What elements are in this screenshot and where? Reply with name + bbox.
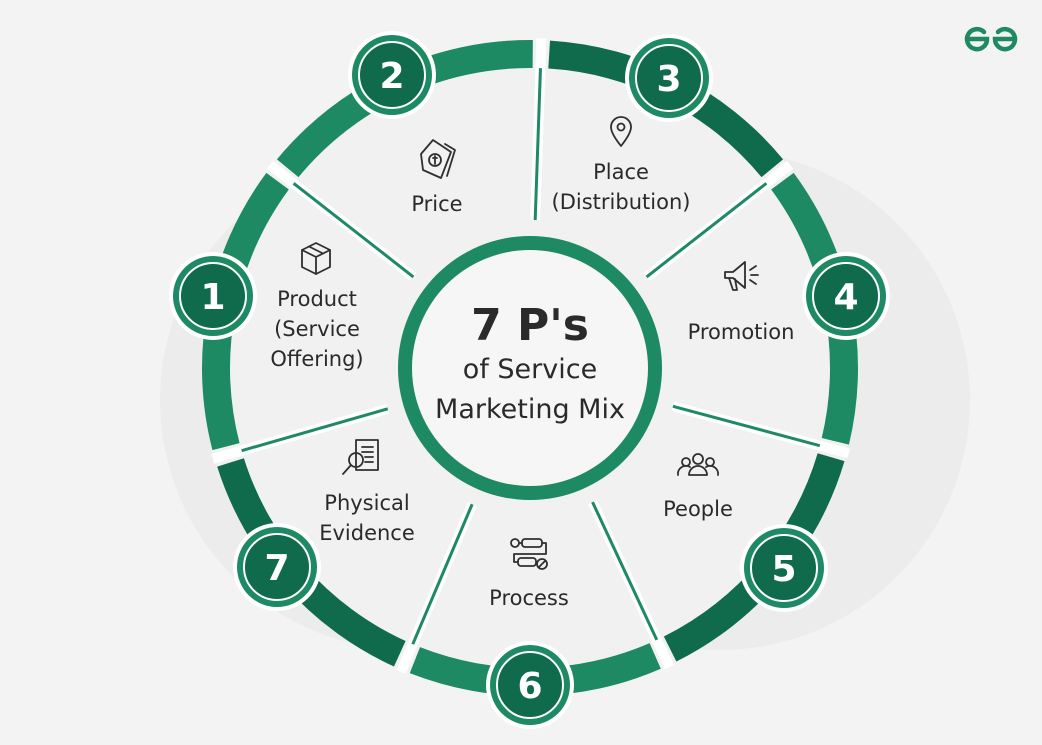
- badge-inner: [358, 41, 426, 109]
- segment-3-label: Place (Distribution): [552, 160, 691, 214]
- ring-band-arc: [771, 172, 858, 445]
- badge-inner: [179, 262, 247, 330]
- segment-7-label-line-1: Physical: [324, 491, 409, 515]
- badge-number: 4: [833, 277, 858, 318]
- number-badge-6: 6: [486, 641, 574, 729]
- number-badge-5: 5: [740, 524, 828, 612]
- segment-separator-line: [411, 503, 474, 645]
- badge-inner: [750, 534, 818, 602]
- ring-band-arc: [663, 453, 845, 662]
- badge-number: 1: [200, 277, 225, 318]
- badge-number: 6: [517, 666, 542, 707]
- people-icon: [677, 453, 719, 476]
- segment-4-label: Promotion: [688, 320, 795, 344]
- badge-number: 3: [656, 59, 681, 100]
- number-badge-7: 7: [233, 523, 321, 611]
- badge-inner: [635, 44, 703, 112]
- segment-5-label: People: [663, 497, 733, 521]
- badge-number: 7: [264, 548, 289, 589]
- segment-1-label: Product (Service Offering): [270, 287, 363, 371]
- title-line-3: Marketing Mix: [435, 394, 625, 425]
- segment-separator-line: [591, 501, 659, 641]
- title-line-1: 7 P's: [471, 300, 589, 351]
- segment-separator-line: [241, 407, 389, 453]
- number-badge-3: 3: [625, 34, 713, 122]
- process-flow-icon: [510, 538, 548, 570]
- number-badge-2: 2: [348, 31, 436, 119]
- segment-separator-line: [645, 182, 768, 279]
- title-line-2: of Service: [463, 354, 597, 385]
- number-badge-4: 4: [802, 252, 890, 340]
- gfg-logo: [964, 26, 1018, 52]
- segment-1-label-line-3: Offering): [270, 347, 363, 371]
- segment-7-label: Physical Evidence: [319, 491, 415, 545]
- megaphone-icon: [724, 261, 759, 291]
- location-pin-icon: [610, 116, 632, 147]
- segment-1-label-line-2: (Service: [274, 317, 360, 341]
- segment-separator-line: [292, 182, 415, 279]
- separator-layer: [211, 38, 851, 674]
- ring-band-arc: [217, 458, 406, 667]
- segment-7-label-line-2: Evidence: [319, 521, 415, 545]
- center-circle: [412, 250, 648, 486]
- segment-3-label-line-1: Place: [593, 160, 649, 184]
- box-icon: [301, 242, 331, 275]
- ring-band-arc: [202, 172, 289, 451]
- price-tag-icon: [420, 139, 456, 179]
- badge-inner: [812, 262, 880, 330]
- ring-band-arc: [548, 40, 784, 178]
- segment-separator-line: [533, 68, 542, 221]
- segment-separator-line: [672, 404, 821, 448]
- badge-number: 5: [771, 549, 796, 590]
- document-search-icon: [342, 439, 379, 475]
- segment-3-label-line-2: (Distribution): [552, 190, 691, 214]
- segment-6-label: Process: [489, 586, 569, 610]
- badge-inner: [243, 533, 311, 601]
- badge-inner: [496, 651, 564, 719]
- badge-layer: 1 2 3 4 5 6 7: [169, 31, 890, 729]
- badge-number: 2: [379, 56, 404, 97]
- number-badge-1: 1: [169, 252, 257, 340]
- segment-2-label: Price: [411, 192, 462, 216]
- segment-1-label-line-1: Product: [277, 287, 357, 311]
